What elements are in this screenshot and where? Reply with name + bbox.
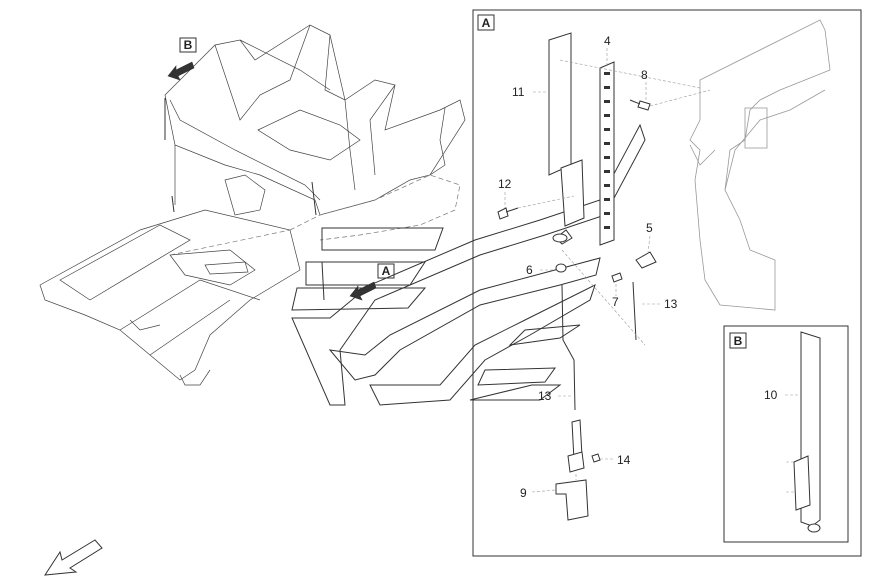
item-11-plate xyxy=(548,32,572,176)
view-marker-b: B xyxy=(167,37,197,81)
item-7-screw xyxy=(611,272,623,283)
callout-9: 9 xyxy=(520,486,527,500)
callout-8: 8 xyxy=(641,68,648,82)
callout-6: 6 xyxy=(526,263,533,277)
view-arrow-icon xyxy=(349,281,377,301)
item-13-rod-short xyxy=(632,281,637,341)
view-marker-a-label: A xyxy=(382,264,391,278)
item-12-screw xyxy=(497,207,519,220)
direction-arrow-icon xyxy=(44,539,103,576)
cover-panels xyxy=(291,123,646,406)
callout-7: 7 xyxy=(612,295,619,309)
detail-box-b: B 10 xyxy=(723,325,849,543)
item-4-strip xyxy=(599,61,615,246)
view-arrow-icon xyxy=(167,61,195,81)
housing-ghost xyxy=(689,19,831,311)
item-6-bushing xyxy=(555,263,567,273)
item-14-screw xyxy=(591,453,601,463)
item-5-clip xyxy=(635,251,657,269)
detail-box-b-label: B xyxy=(734,334,743,348)
item-8-screw xyxy=(629,99,651,111)
machine-frame xyxy=(39,24,466,386)
callout-5: 5 xyxy=(646,221,653,235)
detail-box-a: A xyxy=(472,9,862,557)
callout-12: 12 xyxy=(498,177,512,191)
item-9-plate xyxy=(555,479,589,521)
callout-4: 4 xyxy=(604,34,611,48)
callout-13-lower: 13 xyxy=(538,389,552,403)
callout-13-upper: 13 xyxy=(664,297,678,311)
bracket xyxy=(560,159,585,227)
callout-11: 11 xyxy=(512,85,525,99)
detail-box-a-label: A xyxy=(482,16,491,30)
callout-10: 10 xyxy=(764,388,778,402)
callout-14: 14 xyxy=(617,453,631,467)
view-marker-b-label: B xyxy=(184,38,193,52)
item-13-rod-long xyxy=(561,284,576,411)
view-marker-a: A xyxy=(349,263,395,301)
